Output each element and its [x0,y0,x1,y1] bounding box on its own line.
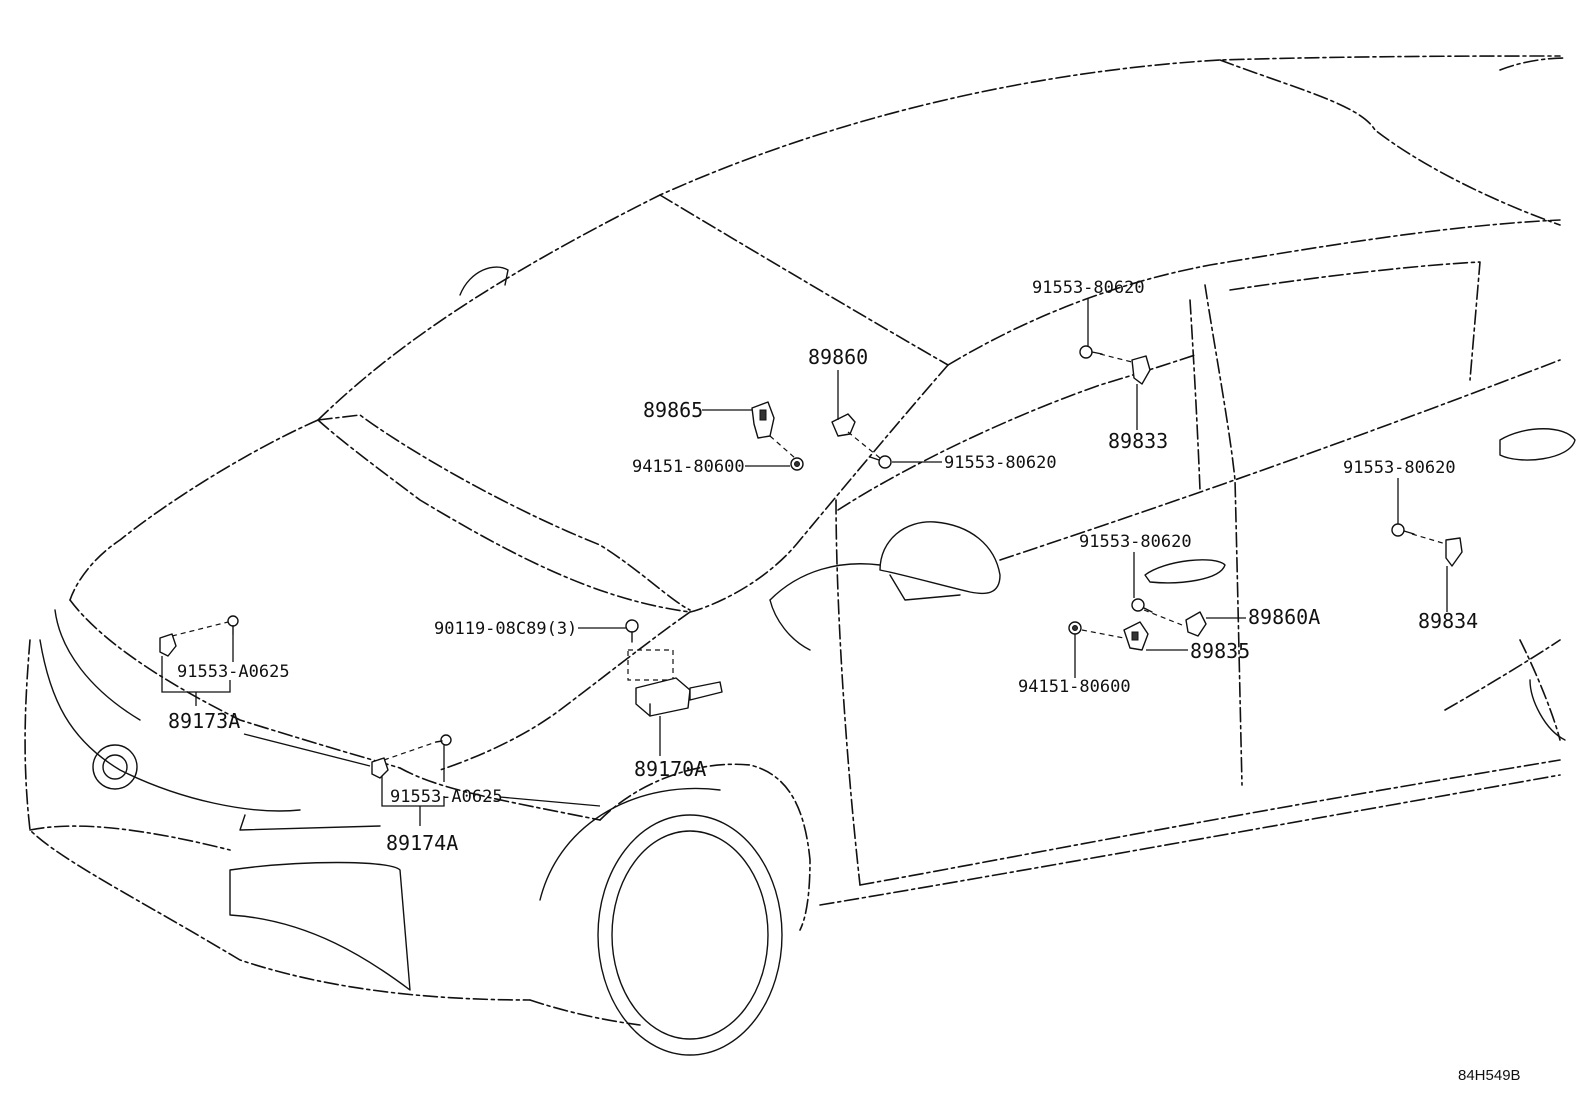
label-91553-80620-right: 91553-80620 [1343,458,1456,478]
label-89835: 89835 [1190,639,1250,663]
part-89174A-sensor [371,757,389,779]
part-91553-A0625-bolt-left [227,615,239,635]
label-89174A: 89174A [386,831,458,855]
label-91553-80620-center: 91553-80620 [944,453,1057,473]
part-89860-sensor [831,413,856,437]
label-89173A: 89173A [168,709,240,733]
part-91553-bolt-top [1079,345,1103,359]
label-89834: 89834 [1418,609,1478,633]
part-89834-sensor [1445,537,1463,567]
label-91553-A0625-front: 91553-A0625 [390,787,503,807]
label-89833: 89833 [1108,429,1168,453]
label-89860A: 89860A [1248,605,1320,629]
label-89860: 89860 [808,345,868,369]
part-91553-bolt-center [869,455,892,469]
part-89170A-airbag-ecu [627,649,723,717]
part-91553-bolt-door [1131,598,1153,613]
label-94151-80600-top: 94151-80600 [632,457,745,477]
part-90119-bolt [625,619,639,643]
label-90119-08C89: 90119-08C89(3) [434,619,577,639]
label-94151-80600-door: 94151-80600 [1018,677,1131,697]
car-outline [24,55,1576,1056]
part-94151-nut-door [1068,621,1082,635]
drawing-code: 84H549B [1458,1067,1521,1084]
part-91553-A0625-bolt-front [435,734,452,746]
part-91553-bolt-right [1391,523,1415,537]
label-91553-80620-door: 91553-80620 [1079,532,1192,552]
part-89835-sensor [1123,621,1149,651]
label-89170A: 89170A [634,757,706,781]
label-91553-A0625-left: 91553-A0625 [177,662,290,682]
callout-labels: 89865 94151-80600 89860 91553-80620 9155… [168,278,1521,1084]
part-89865-sensor-bracket [751,401,775,439]
leader-lines [161,298,1448,826]
parts [159,345,1463,779]
label-89865: 89865 [643,398,703,422]
part-94151-nut-top [790,457,804,471]
label-91553-80620-top: 91553-80620 [1032,278,1145,298]
part-89860A-sensor [1185,611,1207,637]
part-89833-sensor [1131,355,1151,385]
part-89173A-sensor [159,633,177,657]
